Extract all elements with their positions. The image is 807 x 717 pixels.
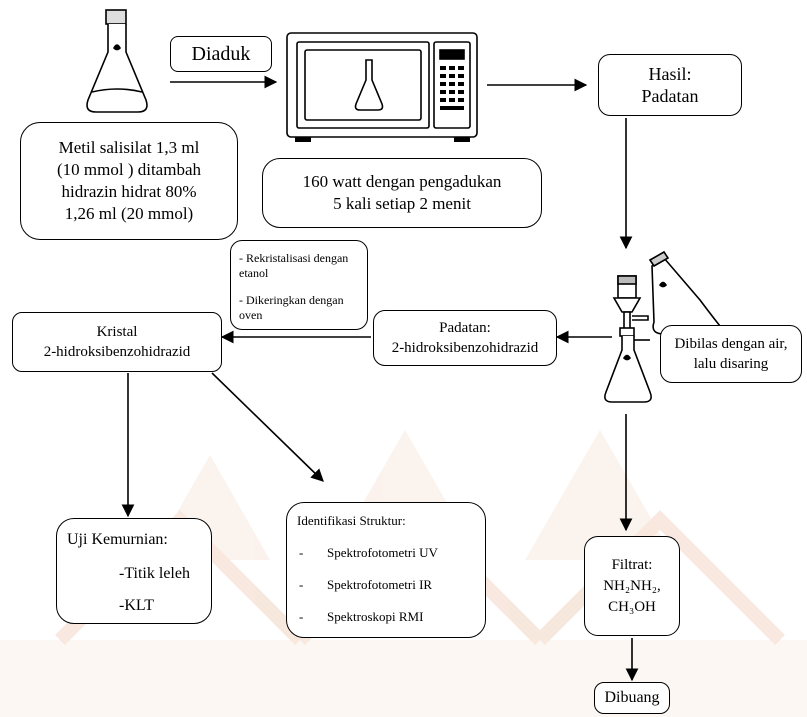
diaduk-box: Diaduk <box>170 36 272 72</box>
bullet-dash: - <box>299 545 304 560</box>
diaduk-label: Diaduk <box>191 42 251 65</box>
condition-line: 5 kali setiap 2 menit <box>333 194 471 213</box>
microwave-condition-box: 160 watt dengan pengadukan 5 kali setiap… <box>262 158 542 228</box>
reactants-box: Metil salisilat 1,3 ml (10 mmol ) ditamb… <box>20 122 238 240</box>
kristal-compound: 2-hidroksibenzohidrazid <box>43 344 191 360</box>
filtrate-box: Filtrat: NH₂NH₂, CH₃OH <box>584 536 680 636</box>
wash-line: Dibilas dengan air, <box>674 336 788 352</box>
dry-step: - Dikeringkan dengan <box>239 293 344 307</box>
recrystallize-step: - Rekristalisasi dengan <box>239 251 349 265</box>
bullet-dash: - <box>299 609 304 624</box>
purity-item: -Titik leleh <box>119 565 190 582</box>
padatan-box: Padatan: 2-hidroksibenzohidrazid <box>373 310 557 366</box>
wash-filter-box: Dibilas dengan air, lalu disaring <box>660 325 802 383</box>
structure-title: Identifikasi Struktur: <box>297 513 406 528</box>
structure-item: Spektrofotometri IR <box>327 577 433 592</box>
recrystallization-box: - Rekristalisasi dengan etanol - Dikerin… <box>230 240 368 330</box>
reactant-line: Metil salisilat 1,3 ml <box>58 138 200 157</box>
hasil-label: Hasil: <box>648 64 692 84</box>
bullet-dash: - <box>299 577 304 592</box>
filtrate-formula: NH₂NH₂, <box>603 577 661 594</box>
dibuang-label: Dibuang <box>604 689 660 706</box>
padatan-compound: 2-hidroksibenzohidrazid <box>391 340 539 356</box>
structure-item: Spektroskopi RMI <box>327 609 424 624</box>
structure-identification-box: Identifikasi Struktur: - Spektrofotometr… <box>286 502 486 638</box>
recrystallize-step: etanol <box>239 266 269 280</box>
padatan-label: Padatan: <box>439 320 491 336</box>
arrow-kristal-to-structure <box>211 372 324 482</box>
filtrate-label: Filtrat: <box>611 556 653 573</box>
kristal-label: Kristal <box>96 324 138 340</box>
dibuang-box: Dibuang <box>594 682 670 714</box>
structure-item: Spektrofotometri UV <box>327 545 438 560</box>
dry-step: oven <box>239 308 263 322</box>
wash-line: lalu disaring <box>693 356 769 372</box>
purity-test-box: Uji Kemurnian: -Titik leleh -KLT <box>56 518 212 624</box>
hasil-value: Padatan <box>641 86 699 106</box>
hasil-box: Hasil: Padatan <box>598 54 742 116</box>
purity-title: Uji Kemurnian: <box>67 531 168 548</box>
reactant-line: (10 mmol ) ditambah <box>56 160 201 179</box>
condition-line: 160 watt dengan pengadukan <box>302 172 502 191</box>
kristal-box: Kristal 2-hidroksibenzohidrazid <box>12 312 222 372</box>
filtrate-formula: CH₃OH <box>608 598 656 615</box>
reactant-line: 1,26 ml (20 mmol) <box>64 204 194 223</box>
reactant-line: hidrazin hidrat 80% <box>61 182 197 201</box>
purity-item: -KLT <box>119 597 154 614</box>
